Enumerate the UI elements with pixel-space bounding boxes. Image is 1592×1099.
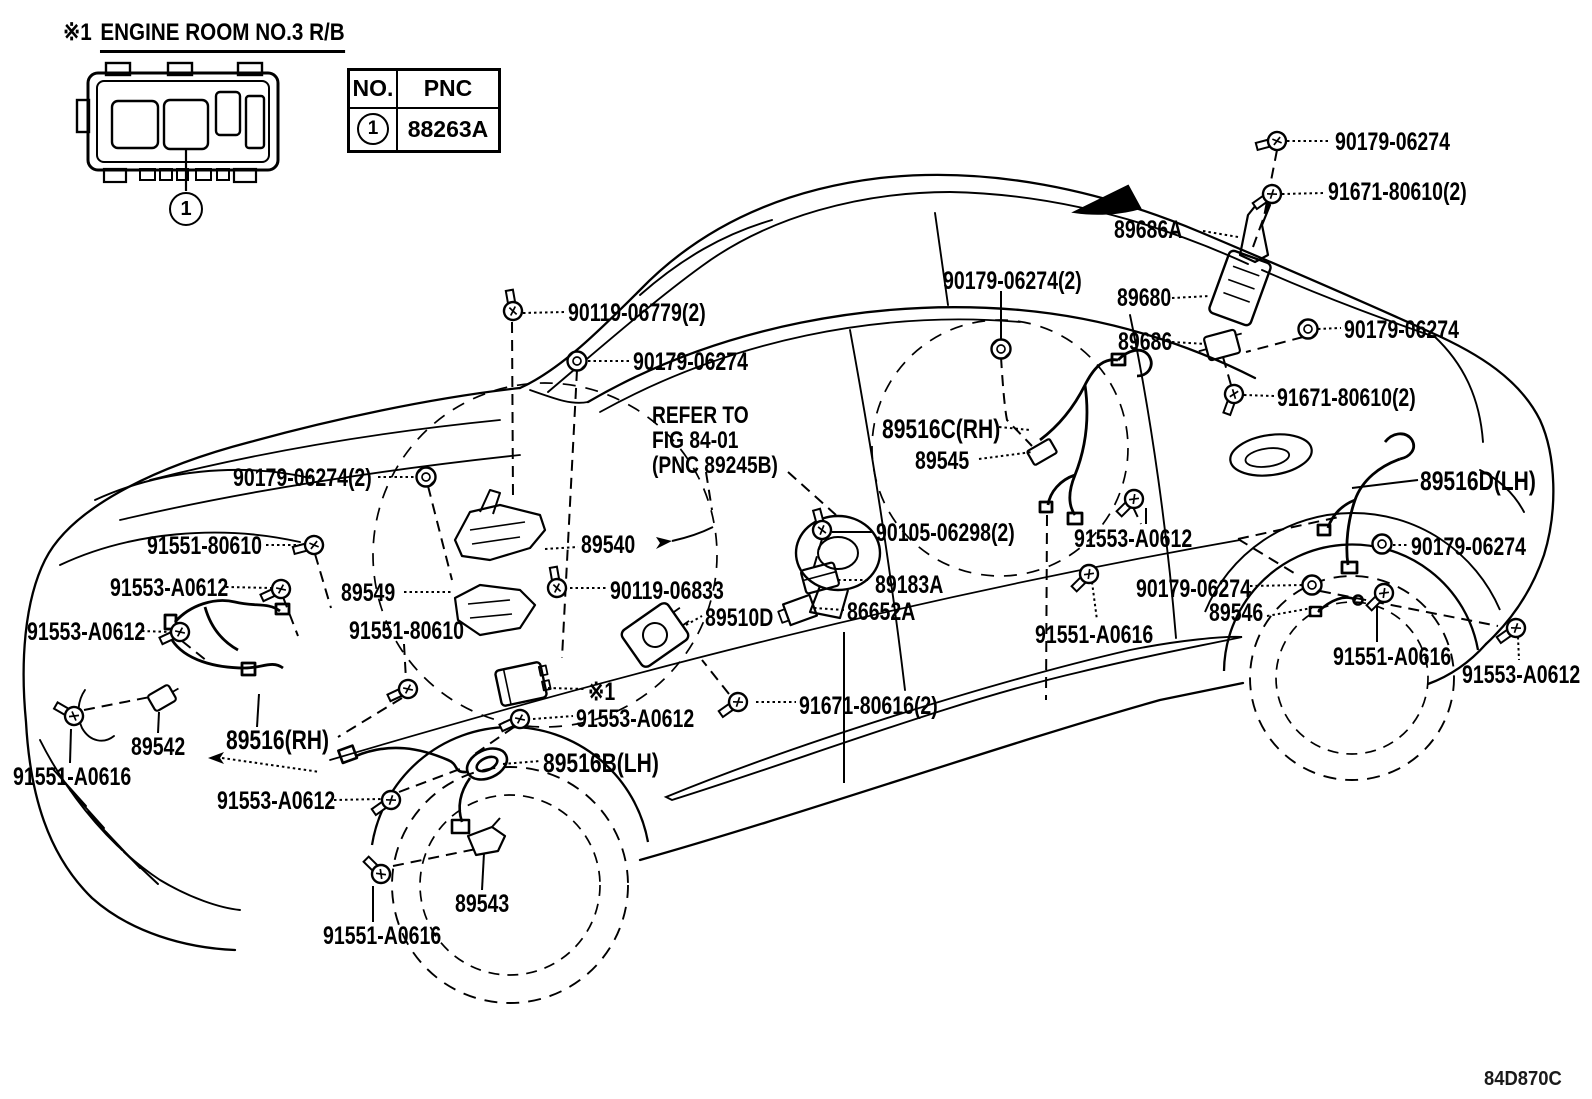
note-title: ENGINE ROOM NO.3 R/B (100, 19, 345, 53)
callout-90179-06274x2-1: 90179-06274(2) (943, 267, 1082, 295)
diagram-code: 84D870C (1484, 1068, 1562, 1090)
callout-91551-A0616-2: 91551-A0616 (1333, 643, 1452, 671)
box-86652A (777, 593, 819, 627)
callout-89516B-LH: 89516B(LH) (543, 748, 659, 778)
clock-spring (794, 514, 882, 620)
callout-89510D: 89510D (705, 604, 774, 632)
callout-89183A: 89183A (875, 571, 944, 599)
sensor-89686 (1198, 328, 1242, 362)
callout-90179-06274x2-2: 90179-06274(2) (233, 464, 372, 492)
sensor-89510D (620, 602, 690, 668)
callout-91671-80616: 91671-80616(2) (799, 692, 938, 720)
relay-box-x1 (494, 661, 552, 707)
screw-icon (543, 564, 569, 600)
nut-icon (566, 350, 588, 372)
callout-91551-80610-2: 91551-80610 (349, 617, 464, 645)
nut-icon (1301, 574, 1323, 596)
car-body-outline (22, 173, 1555, 952)
harness-89516RH (163, 599, 291, 677)
callout-89680: 89680 (1117, 284, 1172, 312)
ecu-89680 (1208, 249, 1272, 327)
callout-86652A: 86652A (847, 598, 916, 626)
nut-icon (415, 466, 437, 488)
callout-91671-80610-1: 91671-80610(2) (1328, 178, 1467, 206)
fuse-box-drawing (75, 61, 280, 191)
bracket-89543 (466, 817, 507, 857)
callout-91553-A0612-4: 91553-A0612 (27, 618, 146, 646)
refer-line: FIG 84-01 (652, 427, 739, 454)
bracket-89540 (453, 489, 547, 562)
nut-icon (1297, 318, 1319, 340)
bolt-icon (1253, 128, 1290, 157)
bracket-89549 (453, 583, 537, 637)
callout-89545: 89545 (915, 447, 970, 475)
callout-90179-06274-2: 90179-06274 (1344, 316, 1459, 344)
bolt-icon (1361, 579, 1398, 616)
callout-89516-RH: 89516(RH) (226, 725, 330, 755)
harness-89516C (1038, 348, 1153, 526)
nut-icon (1371, 533, 1393, 555)
callout-89540: 89540 (581, 531, 636, 559)
callout-91551-80610-1: 91551-80610 (147, 532, 262, 560)
bolt-icon (290, 532, 327, 561)
callout-91553-A0612-1: 91553-A0612 (1074, 525, 1193, 553)
callout-89686: 89686 (1118, 328, 1173, 356)
pnc-table: NO. PNC 1 88263A (347, 68, 501, 153)
connector-89545 (1026, 438, 1058, 466)
callout-90179-06274-1: 90179-06274 (1335, 128, 1450, 156)
callout-90119-06833: 90119-06833 (610, 577, 724, 605)
wire-89546 (1308, 594, 1364, 618)
sensor-89183A (800, 561, 840, 595)
callout-91551-A0616-4: 91551-A0616 (323, 922, 442, 950)
pnc-table-header-pnc: PNC (396, 68, 501, 109)
pnc-table-header-no: NO. (347, 68, 398, 109)
leader-lines (69, 140, 1520, 922)
callout-89516C-RH: 89516C(RH) (882, 414, 1001, 444)
bolt-icon (358, 851, 395, 888)
callout-90105-06298: 90105-06298(2) (876, 519, 1015, 547)
callout-91553-A0612-6: 91553-A0612 (576, 705, 695, 733)
callout-x1: ※1 (588, 678, 616, 706)
bolt-icon (714, 688, 752, 723)
callout-89546: 89546 (1209, 599, 1264, 627)
sensor-89542 (147, 684, 179, 712)
bolt-icon (495, 705, 534, 738)
callout-91551-A0616-3: 91551-A0616 (13, 763, 132, 791)
screw-icon (499, 287, 525, 323)
bolt-icon (256, 575, 295, 608)
bracket-89686A (1238, 198, 1272, 264)
fusebox-callout-number: 1 (169, 192, 203, 226)
circled-number: 1 (357, 113, 389, 146)
callout-90179-06274-3: 90179-06274 (633, 348, 748, 376)
callout-91553-A0612-2: 91553-A0612 (1462, 661, 1581, 689)
refer-note: REFER TO FIG 84-01 (PNC 89245B) (652, 403, 778, 478)
callout-89686A: 89686A (1114, 216, 1183, 244)
callout-91553-A0612-5: 91553-A0612 (217, 787, 336, 815)
callout-91553-A0612-3: 91553-A0612 (110, 574, 229, 602)
screw-icon (367, 786, 405, 821)
engine-room-note: ※1 ENGINE ROOM NO.3 R/B (63, 18, 345, 53)
bolt-icon (1217, 381, 1247, 419)
refer-line: REFER TO (652, 402, 749, 429)
screw-icon (1111, 485, 1148, 522)
harness-89516D (1316, 432, 1416, 575)
nut-icon (990, 338, 1012, 360)
callout-90179-06274-4: 90179-06274 (1411, 533, 1526, 561)
callout-89549: 89549 (341, 579, 396, 607)
bolt-icon (383, 675, 422, 708)
pnc-value: 88263A (396, 106, 501, 153)
callout-89516D-LH: 89516D(LH) (1420, 466, 1536, 496)
note-prefix: ※1 (63, 19, 92, 46)
part-glyphs (147, 198, 1416, 857)
refer-line: (PNC 89245B) (652, 452, 778, 479)
callout-91551-A0616-1: 91551-A0616 (1035, 621, 1154, 649)
callout-91671-80610-2: 91671-80610(2) (1277, 384, 1416, 412)
callout-90179-06274-5: 90179-06274 (1136, 575, 1251, 603)
callout-89542: 89542 (131, 733, 186, 761)
fasteners (50, 128, 1530, 888)
callout-89543: 89543 (455, 890, 510, 918)
table-row: 1 88263A (347, 106, 501, 153)
callout-90119-06779: 90119-06779(2) (568, 299, 706, 327)
